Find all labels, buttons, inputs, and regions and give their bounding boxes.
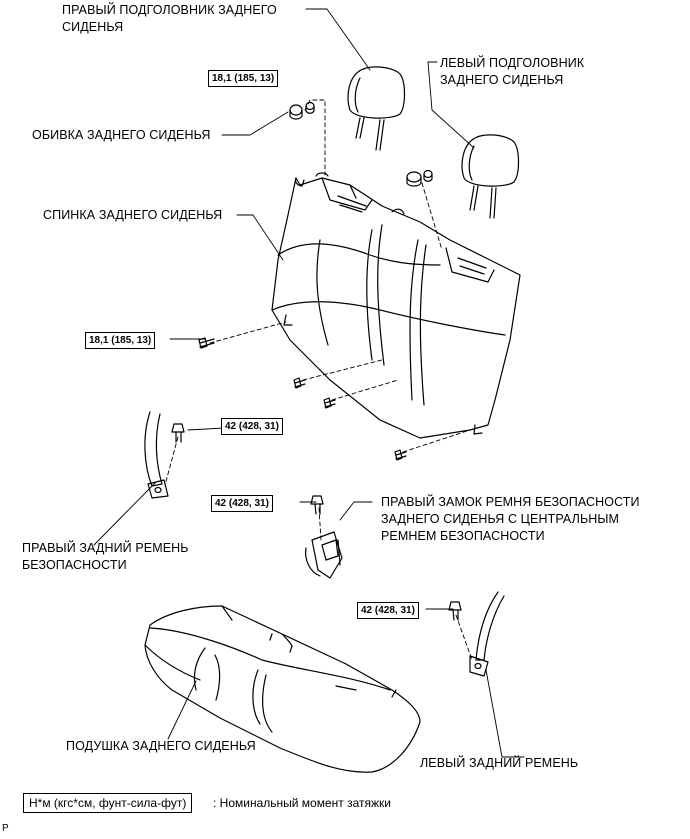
label-left-headrest: ЛЕВЫЙ ПОДГОЛОВНИК ЗАДНЕГО СИДЕНЬЯ <box>440 55 584 89</box>
right-headrest <box>347 66 406 151</box>
bolt-seatback-mid2 <box>323 397 336 409</box>
legend-unit-box: Н*м (кгс*см, фунт-сила-фут) <box>23 793 193 813</box>
label-left-headrest-line1: ЛЕВЫЙ ПОДГОЛОВНИК <box>440 56 585 70</box>
legend-description: : Номинальный момент затяжки <box>213 796 391 810</box>
label-right-headrest-line1: ПРАВЫЙ ПОДГОЛОВНИК ЗАДНЕГО <box>62 3 277 17</box>
headrest-supports <box>289 101 433 187</box>
bolt-seatback-left <box>198 337 215 349</box>
buckle-assembly <box>305 531 343 579</box>
left-headrest <box>461 134 520 219</box>
bolt-right-belt <box>171 423 185 443</box>
label-right-buckle-line1: ПРАВЫЙ ЗАМОК РЕМНЯ БЕЗОПАСНОСТИ <box>381 495 640 509</box>
seat-cushion <box>144 605 421 773</box>
label-cushion: ПОДУШКА ЗАДНЕГО СИДЕНЬЯ <box>66 739 256 753</box>
torque-headrest-support: 18,1 (185, 13) <box>208 70 279 87</box>
label-right-headrest-line2: СИДЕНЬЯ <box>62 20 124 34</box>
label-right-belt-line2: БЕЗОПАСНОСТИ <box>22 558 127 572</box>
label-right-buckle-line2: ЗАДНЕГО СИДЕНЬЯ С ЦЕНТРАЛЬНЫМ <box>381 512 620 526</box>
leader-lines <box>93 8 525 758</box>
torque-right-belt-bolt: 42 (428, 31) <box>221 418 283 435</box>
bolt-seatback-right <box>394 449 407 461</box>
corner-code: P <box>2 823 9 834</box>
bolt-buckle <box>310 495 324 515</box>
torque-buckle-bolt: 42 (428, 31) <box>211 495 273 512</box>
label-right-belt: ПРАВЫЙ ЗАДНИЙ РЕМЕНЬ БЕЗОПАСНОСТИ <box>22 540 189 574</box>
bolt-seatback-mid1 <box>293 377 306 389</box>
label-right-buckle: ПРАВЫЙ ЗАМОК РЕМНЯ БЕЗОПАСНОСТИ ЗАДНЕГО … <box>381 494 640 545</box>
label-right-belt-line1: ПРАВЫЙ ЗАДНИЙ РЕМЕНЬ <box>22 541 189 555</box>
left-rear-belt <box>469 591 505 677</box>
label-seat-trim: ОБИВКА ЗАДНЕГО СИДЕНЬЯ <box>32 128 211 142</box>
torque-left-belt-bolt: 42 (428, 31) <box>357 602 419 619</box>
label-right-headrest: ПРАВЫЙ ПОДГОЛОВНИК ЗАДНЕГО СИДЕНЬЯ <box>62 2 277 36</box>
label-left-headrest-line2: ЗАДНЕГО СИДЕНЬЯ <box>440 73 564 87</box>
label-seatback: СПИНКА ЗАДНЕГО СИДЕНЬЯ <box>43 208 223 222</box>
torque-seatback-bolt: 18,1 (185, 13) <box>85 332 156 349</box>
bolts <box>171 337 462 621</box>
right-rear-belt <box>144 411 169 499</box>
seatback <box>271 172 521 439</box>
bolt-left-belt <box>448 601 462 621</box>
label-right-buckle-line3: РЕМНЕМ БЕЗОПАСНОСТИ <box>381 529 545 543</box>
label-left-belt: ЛЕВЫЙ ЗАДНИЙ РЕМЕНЬ <box>420 756 579 770</box>
